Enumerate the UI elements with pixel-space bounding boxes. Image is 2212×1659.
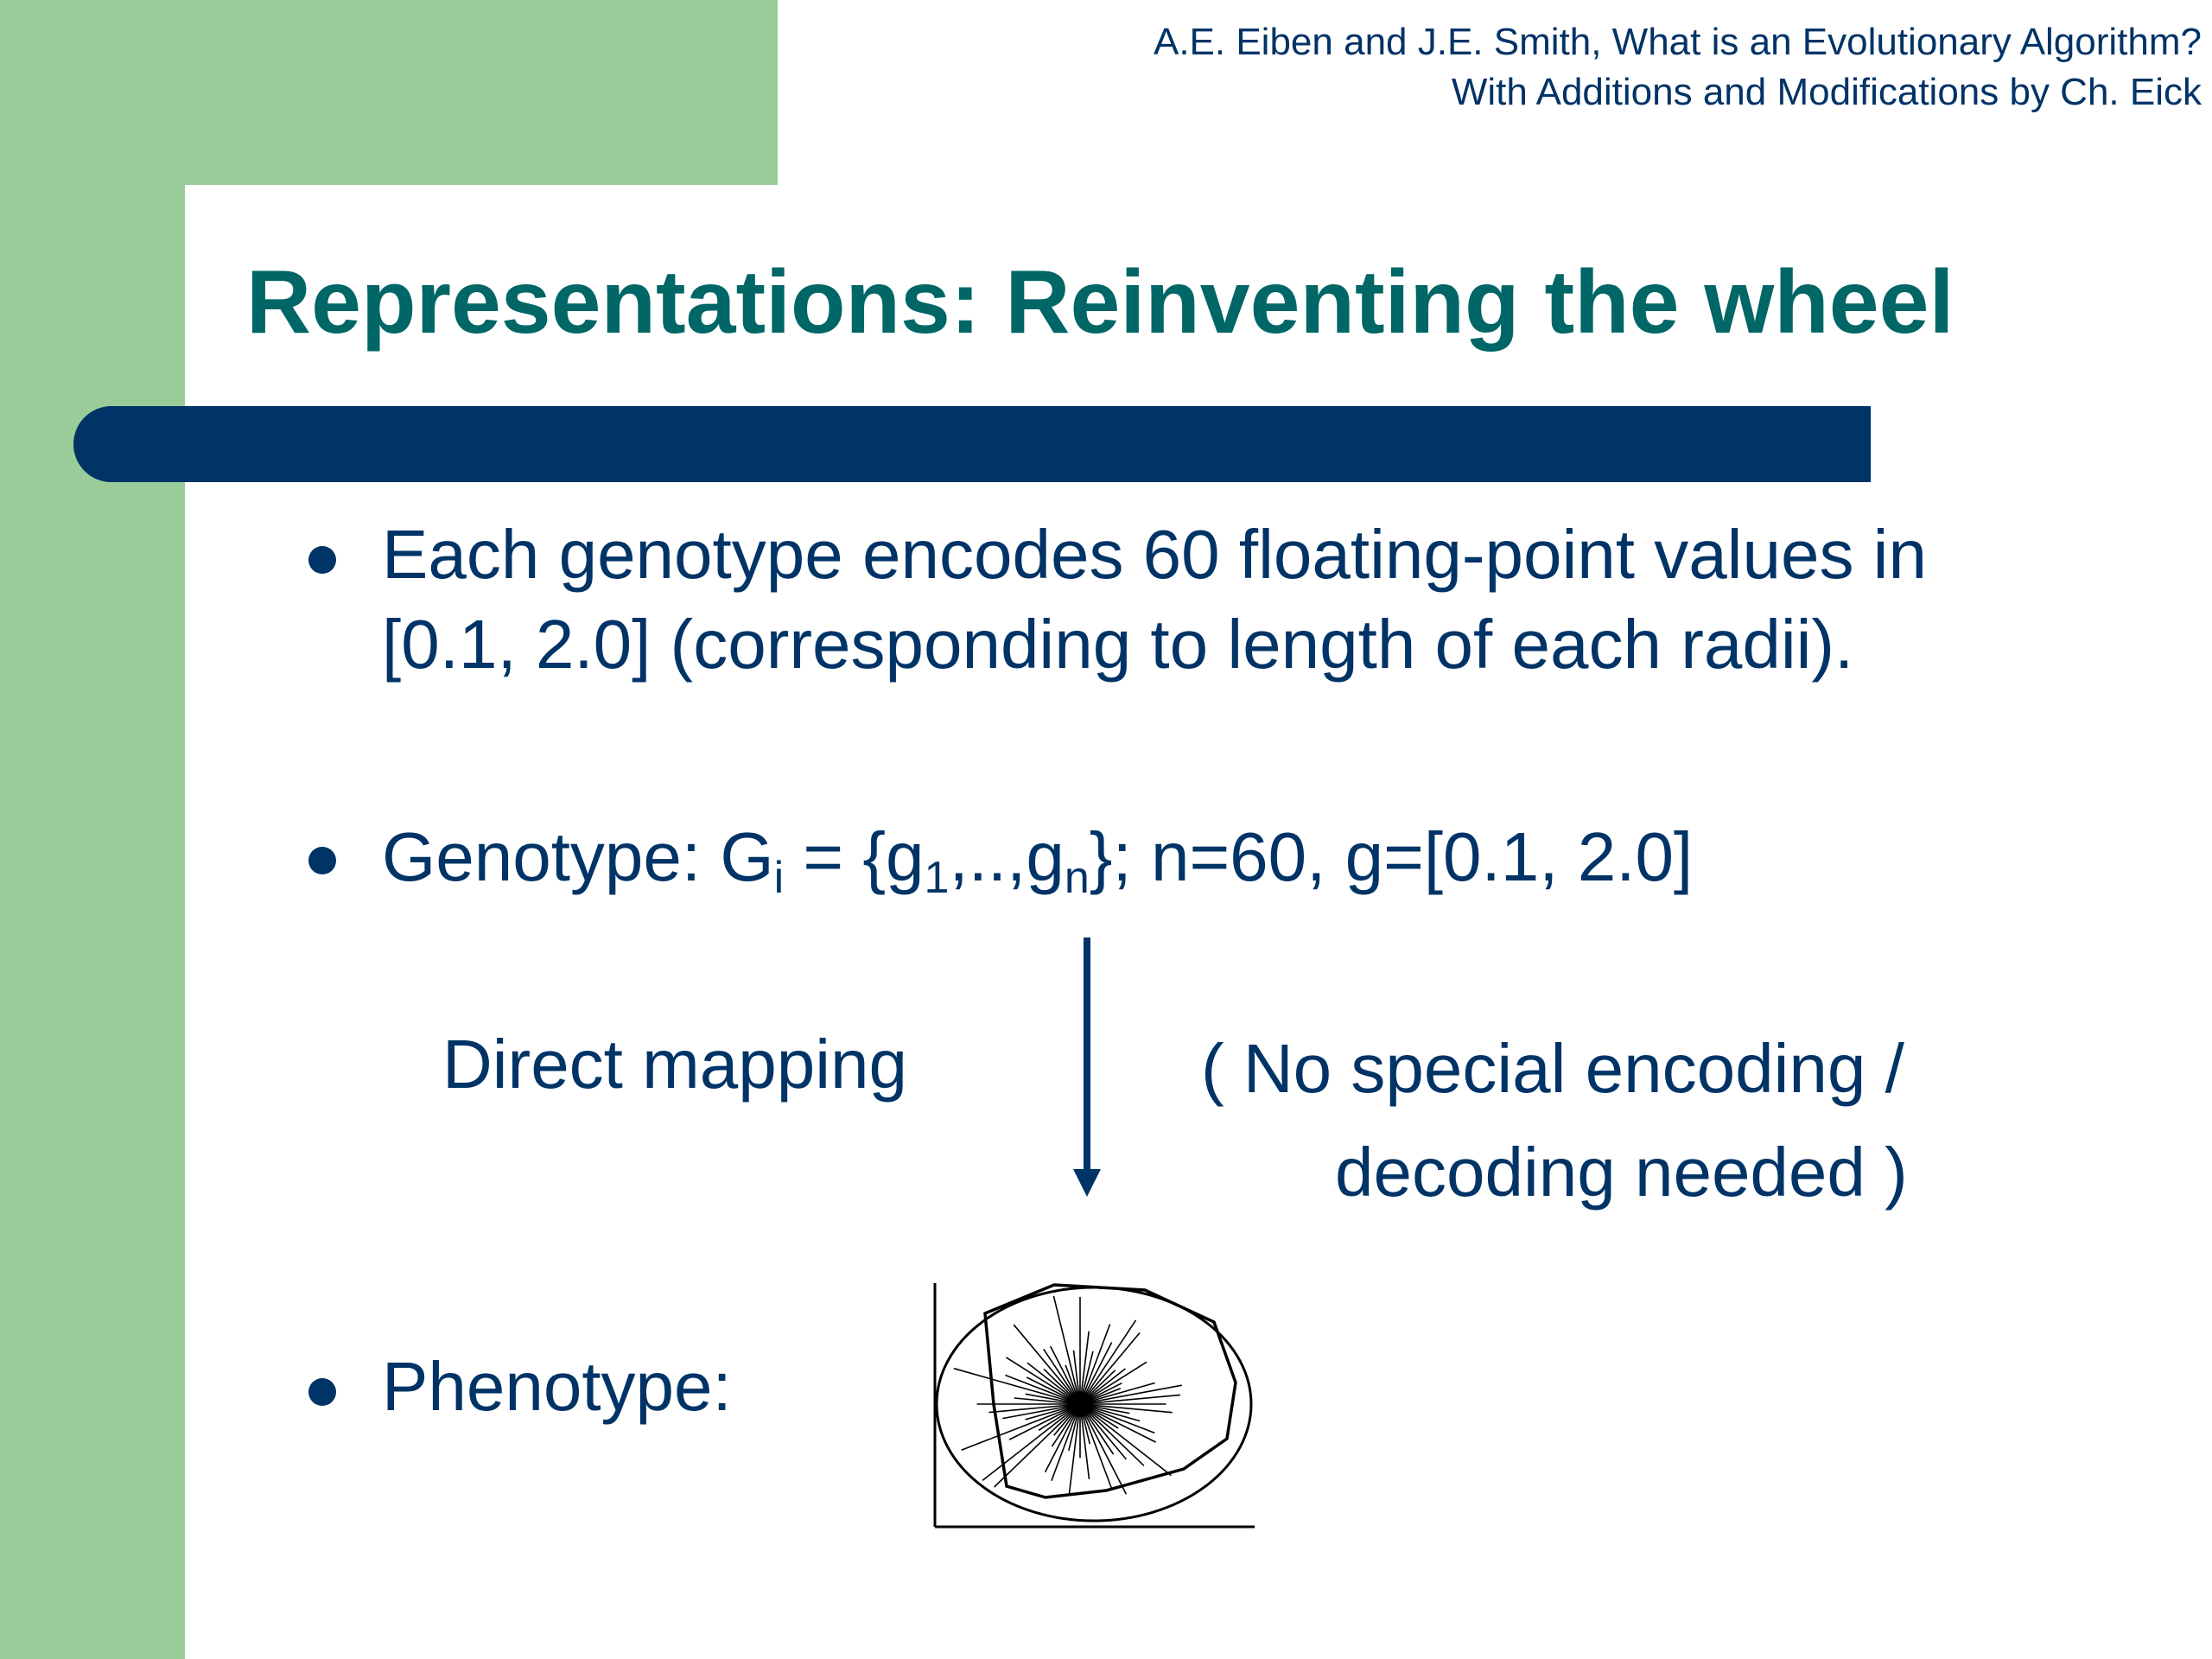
wheel-spoke <box>982 1403 1081 1482</box>
slide-title: Representations: Reinventing the wheel <box>246 252 1955 353</box>
genotype-subscript-1: 1 <box>924 853 950 903</box>
wheel-spoke <box>1005 1374 1081 1405</box>
wheel-spoke <box>1079 1332 1141 1405</box>
wheel-spoke <box>1079 1394 1181 1405</box>
wheel-spoke <box>1002 1403 1081 1420</box>
wheel-spoke <box>1079 1403 1113 1489</box>
attribution: A.E. Eiben and J.E. Smith, What is an Ev… <box>1154 17 2202 118</box>
wheel-spoke <box>994 1403 1081 1488</box>
genotype-subscript-n: n <box>1064 853 1090 903</box>
phenotype-label: Phenotype: <box>382 1348 732 1425</box>
down-arrow-icon <box>1073 938 1101 1197</box>
wheel-polygon <box>983 1283 1237 1499</box>
wheel-spoke <box>1079 1403 1145 1466</box>
wheel-axes <box>933 1283 1255 1529</box>
attribution-line-1: A.E. Eiben and J.E. Smith, What is an Ev… <box>1153 21 2202 63</box>
bullet-2-text: Genotype: Gi = {g1,..,gn}; n=60, g=[0.1,… <box>382 812 1693 902</box>
wheel-spoke <box>953 1367 1081 1405</box>
wheel-spoke <box>1051 1403 1081 1481</box>
wheel-spoke <box>1079 1384 1182 1405</box>
sidebar-left-band <box>0 0 185 1659</box>
wheel-spoke <box>1008 1403 1081 1440</box>
bullet-1-text: Each genotype encodes 60 floating-point … <box>382 510 1927 690</box>
bullet-dot-1 <box>308 546 336 574</box>
wheel-spoke <box>1005 1357 1081 1405</box>
mapping-note-line-1: ( No special encoding / <box>1201 1030 1904 1107</box>
wheel-spoke <box>1079 1403 1128 1495</box>
genotype-subscript-i: i <box>773 853 785 903</box>
direct-mapping-label: Direct mapping <box>442 1026 908 1103</box>
wheel-spoke <box>1079 1361 1147 1405</box>
genotype-mid-1: = {g <box>784 818 925 895</box>
wheel-spoke <box>988 1403 1081 1414</box>
genotype-prefix: Genotype: G <box>382 818 774 895</box>
wheel-spokes <box>953 1295 1182 1495</box>
attribution-line-2: With Additions and Modifications by Ch. … <box>1451 71 2202 113</box>
wheel-spoke <box>1079 1319 1137 1405</box>
bullet-dot-3 <box>308 1378 336 1406</box>
genotype-suffix: }; n=60, g=[0.1, 2.0] <box>1089 818 1694 895</box>
bullet-dot-2 <box>308 847 336 874</box>
wheel-spoke <box>1068 1403 1081 1494</box>
wheel-figure <box>933 1283 1255 1529</box>
wheel-hub <box>1067 1391 1093 1417</box>
wheel-spoke <box>961 1403 1081 1451</box>
wheel-spoke <box>1013 1324 1081 1405</box>
wheel-spoke <box>1052 1295 1081 1405</box>
wheel-spoke <box>1079 1382 1155 1405</box>
wheel-spoke <box>1079 1403 1155 1434</box>
wheel-spoke <box>1079 1403 1157 1443</box>
genotype-mid-2: ,..,g <box>949 818 1065 895</box>
wheel-spoke <box>1079 1324 1111 1405</box>
wheel-spoke <box>1079 1403 1172 1477</box>
bullet-1-line-1: Each genotype encodes 60 floating-point … <box>382 516 1927 593</box>
wheel-spoke <box>1079 1403 1173 1414</box>
bullet-1-line-2: [0.1, 2.0] (corresponding to length of e… <box>382 606 1854 683</box>
mapping-note-line-2: decoding needed ) <box>1335 1134 1908 1211</box>
title-underline-bar <box>73 406 1871 482</box>
